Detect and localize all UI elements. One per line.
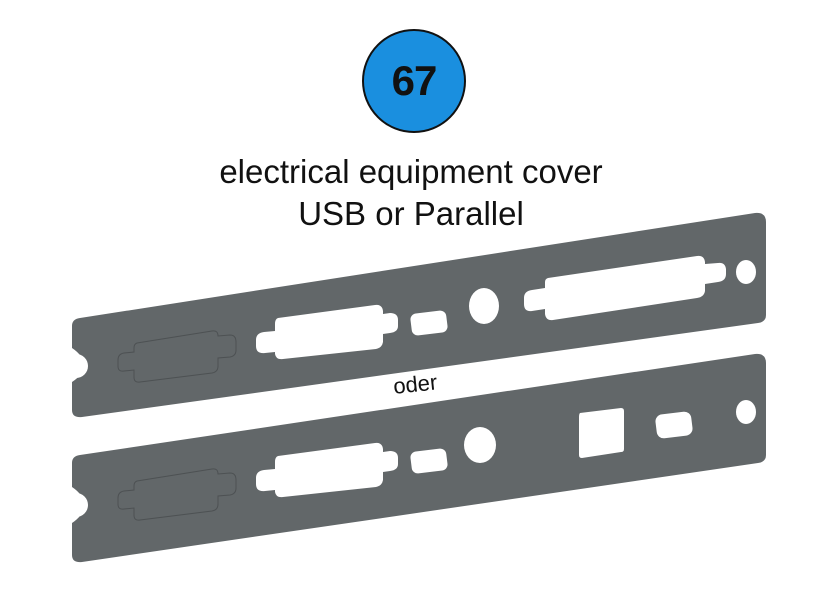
dsub9-knockout xyxy=(117,468,237,521)
round-hole xyxy=(469,288,499,324)
dsub15-cutout xyxy=(256,304,398,360)
mount-hole xyxy=(736,400,756,424)
alternative-label: oder xyxy=(392,369,439,399)
small-rect-cutout xyxy=(655,411,693,439)
item-number-badge: 67 xyxy=(362,29,466,133)
dsub15-cutout xyxy=(256,442,398,498)
mount-hole xyxy=(736,260,756,284)
square-usb-cutout xyxy=(579,408,624,458)
part-title: electrical equipment cover xyxy=(219,153,603,190)
item-number: 67 xyxy=(391,57,438,104)
part-subtitle: USB or Parallel xyxy=(298,195,524,232)
dsub25-parallel-cutout xyxy=(524,255,726,321)
usb-cover-plate xyxy=(64,353,766,563)
small-rect-cutout xyxy=(410,448,448,474)
notch-icon xyxy=(64,354,88,378)
notch-icon xyxy=(64,493,88,517)
round-hole xyxy=(464,427,496,463)
small-rect-cutout xyxy=(410,310,448,336)
dsub9-knockout xyxy=(117,330,237,383)
parallel-cover-plate xyxy=(64,212,766,418)
